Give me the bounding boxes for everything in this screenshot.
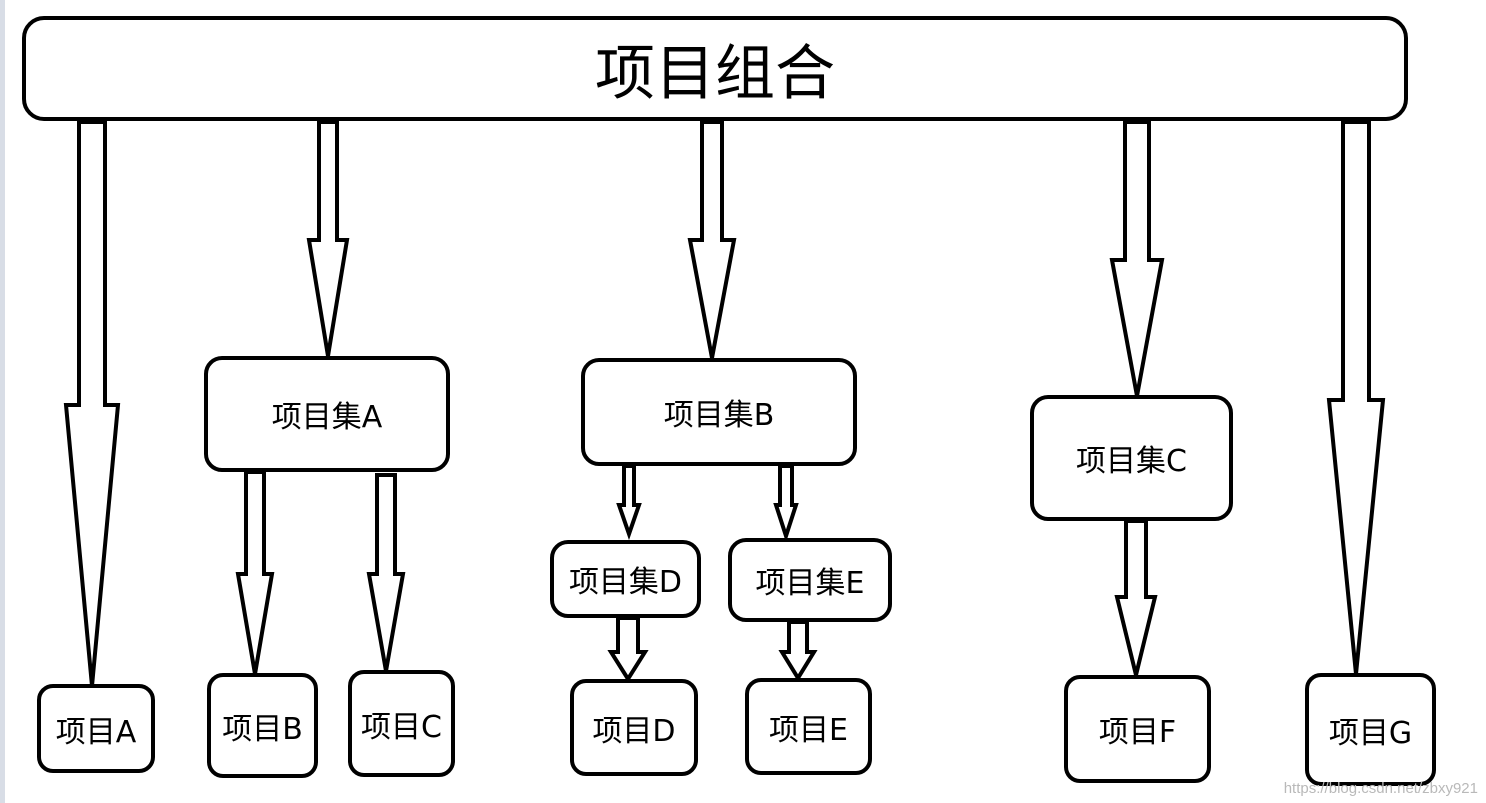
program-set-a-node: 项目集A — [204, 356, 450, 472]
arrow-to-program-set-c — [1109, 120, 1165, 397]
project-a-label: 项目A — [55, 714, 137, 750]
project-c-label: 项目C — [361, 709, 442, 745]
arrow-to-project-d — [607, 616, 649, 683]
left-edge-strip — [0, 0, 5, 803]
project-f-label: 项目F — [1098, 715, 1177, 750]
arrow-to-program-set-a — [306, 120, 350, 357]
watermark-text: https://blog.csdn.net/zbxy921 — [1283, 780, 1478, 797]
program-set-c-label: 项目集C — [1076, 444, 1187, 479]
project-a-node: 项目A — [37, 684, 155, 773]
portfolio-node: 项目组合 — [22, 16, 1408, 121]
program-set-d-node: 项目集D — [550, 540, 701, 618]
program-set-e-node: 项目集E — [728, 538, 892, 622]
program-set-a-label: 项目集A — [271, 400, 383, 435]
program-set-e-label: 项目集E — [755, 566, 865, 601]
project-e-label: 项目E — [769, 712, 848, 748]
program-set-b-label: 项目集B — [663, 398, 775, 433]
project-d-label: 项目D — [592, 713, 676, 749]
program-set-c-node: 项目集C — [1030, 395, 1233, 521]
arrow-to-project-c — [366, 473, 406, 672]
project-g-label: 项目G — [1328, 715, 1413, 751]
arrow-to-project-g — [1326, 120, 1386, 675]
portfolio-label: 项目组合 — [595, 39, 835, 109]
project-d-node: 项目D — [570, 679, 698, 776]
project-b-node: 项目B — [207, 673, 318, 778]
project-g-node: 项目G — [1305, 673, 1436, 786]
arrow-to-project-a — [63, 120, 121, 687]
arrow-to-program-set-e — [773, 464, 799, 543]
project-b-label: 项目B — [222, 711, 303, 747]
arrow-to-project-e — [778, 620, 818, 682]
arrow-to-project-f — [1114, 519, 1158, 676]
arrow-to-program-set-d — [616, 464, 642, 541]
program-set-b-node: 项目集B — [581, 358, 857, 466]
project-e-node: 项目E — [745, 678, 872, 775]
project-f-node: 项目F — [1064, 675, 1211, 783]
arrow-to-program-set-b — [687, 120, 737, 359]
project-c-node: 项目C — [348, 670, 455, 777]
arrow-to-project-b — [235, 470, 275, 675]
program-set-d-label: 项目集D — [568, 565, 683, 600]
